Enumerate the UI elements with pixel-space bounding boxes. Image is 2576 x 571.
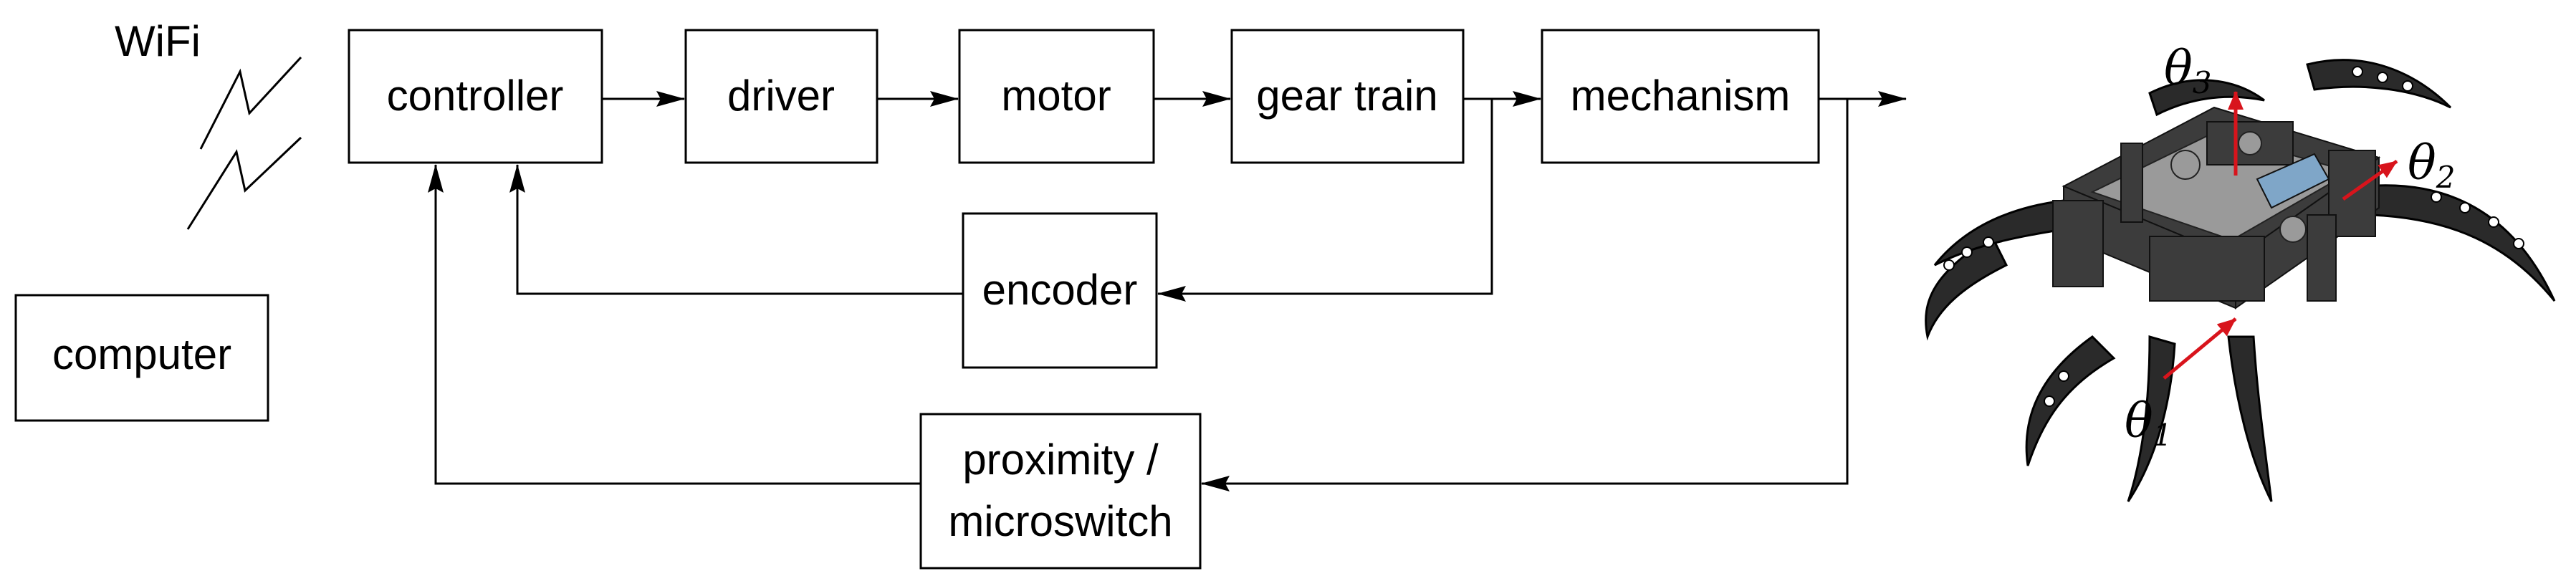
joint-axis-arrows [2163, 91, 2398, 380]
computer-label: computer [52, 330, 231, 378]
computer-box [14, 294, 269, 422]
motor-box [958, 29, 1155, 164]
encoder-label: encoder [982, 266, 1138, 314]
hexapod-robot-illustration [1925, 59, 2556, 502]
mechanism-box [1541, 29, 1820, 164]
mechanism-label: mechanism [1571, 72, 1791, 120]
controller-box [348, 29, 603, 164]
theta2-label: θ2 [2408, 135, 2455, 195]
gear-train-box [1230, 29, 1465, 164]
lightning-zigzag-icon [186, 56, 302, 230]
wifi-label: WiFi [115, 17, 201, 65]
proximity-microswitch-box [919, 413, 1202, 570]
proximity-label-line2: microswitch [948, 497, 1172, 545]
encoder-box [962, 212, 1158, 369]
driver-box [684, 29, 878, 164]
encoder-feedback-loop [509, 99, 1493, 302]
driver-label: driver [727, 72, 835, 120]
proximity-feedback-loop [428, 99, 1849, 491]
theta1-label: θ1 [2125, 393, 2172, 453]
gear-train-label: gear train [1256, 72, 1437, 120]
proximity-label-line1: proximity / [962, 436, 1159, 484]
theta3-label: θ3 [2164, 41, 2211, 100]
motor-label: motor [1001, 72, 1111, 120]
controller-label: controller [387, 72, 564, 120]
